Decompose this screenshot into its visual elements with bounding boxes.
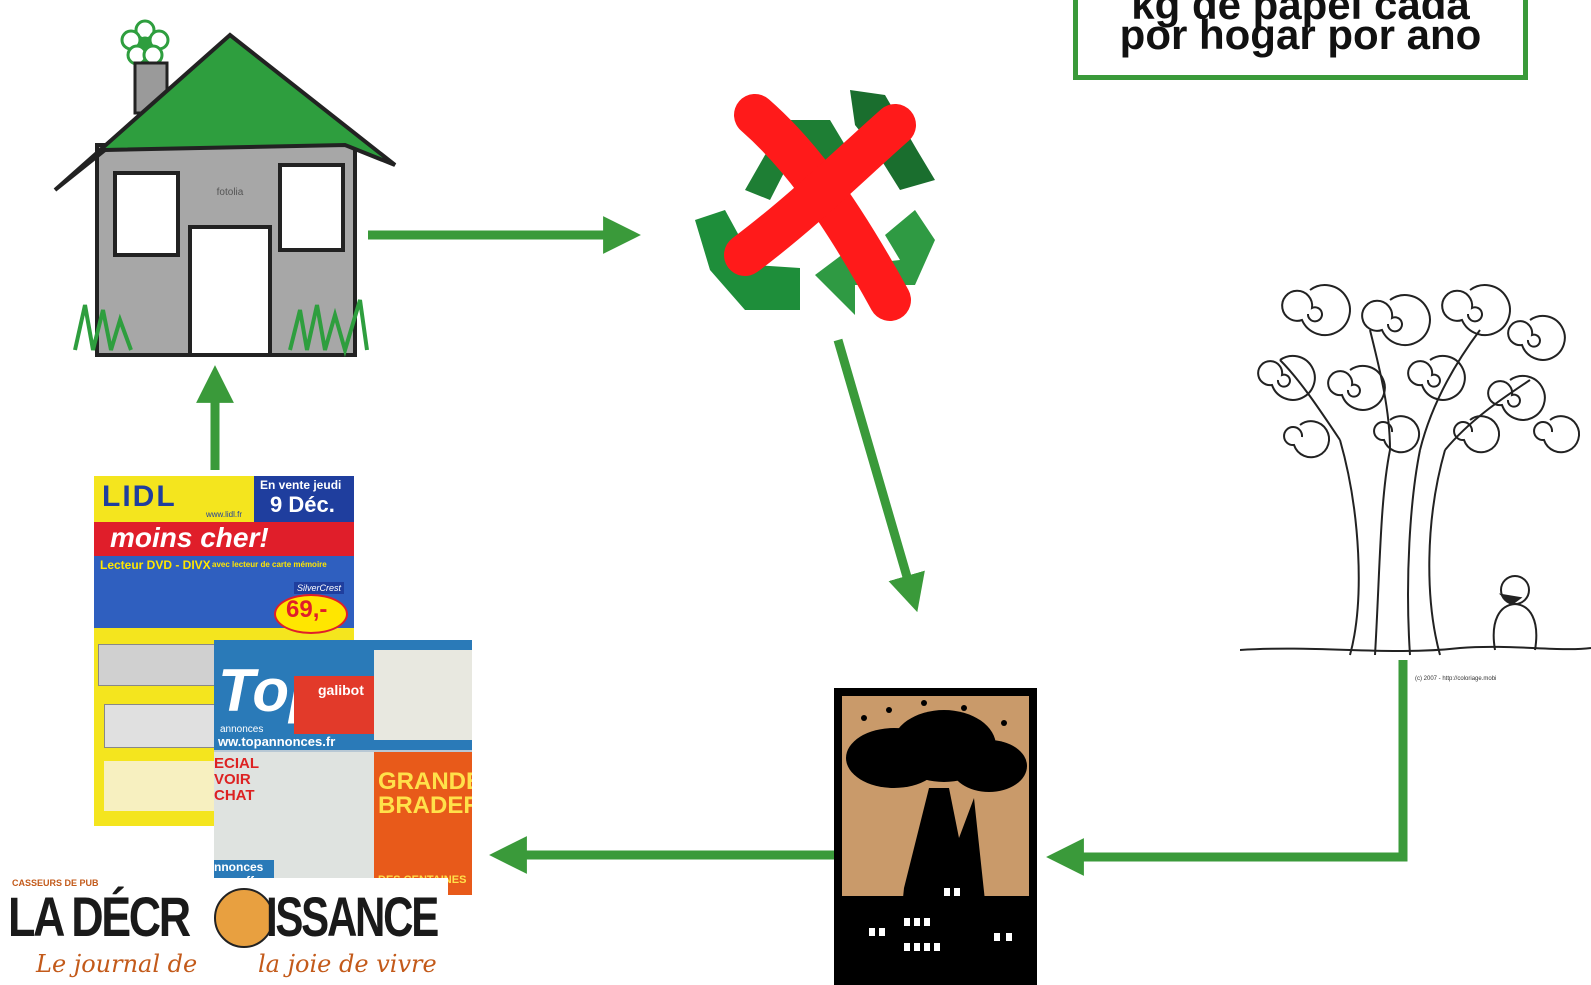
info-box: kg de papel cada por hogar por ano bbox=[1073, 0, 1528, 80]
tree-illustration: (c) 2007 - http://coloriage.mobi bbox=[1240, 284, 1591, 682]
logo-tagline-a: Le journal de bbox=[36, 950, 198, 978]
top-left-text: ECIAL VOIR CHAT bbox=[214, 755, 259, 804]
lidl-price: 69,- bbox=[286, 596, 328, 623]
house-illustration: fotolia bbox=[53, 19, 397, 358]
top-tag: galibot bbox=[318, 682, 364, 698]
logo-globe-icon bbox=[214, 888, 274, 948]
top-subtitle: annonces bbox=[220, 724, 264, 735]
tree-credit: (c) 2007 - http://coloriage.mobi bbox=[1415, 676, 1496, 682]
top-annonces-flyer: Top annonces galibot ww.topannonces.fr E… bbox=[214, 640, 472, 895]
smoke-cloud bbox=[846, 710, 1027, 792]
lidl-product-sub: avec lecteur de carte mémoire bbox=[212, 560, 327, 569]
recycle-crossed-icon bbox=[695, 90, 935, 321]
lidl-site: www.lidl.fr bbox=[206, 510, 243, 519]
house-watermark: fotolia bbox=[217, 187, 244, 198]
arrow-recycle-to-factory bbox=[833, 338, 925, 613]
info-line-2: por hogar por ano bbox=[1119, 11, 1482, 58]
logo-tagline-b: la joie de vivre bbox=[258, 950, 437, 978]
lidl-brand-badge: SilverCrest bbox=[294, 582, 345, 594]
factory-illustration bbox=[834, 688, 1037, 985]
lidl-date-line2: 9 Déc. bbox=[270, 492, 335, 517]
info-line-1: kg de papel cada bbox=[1131, 0, 1470, 28]
top-big-text: GRANDE BRADERIE bbox=[378, 768, 472, 819]
arrow-tree-to-factory bbox=[1046, 660, 1408, 876]
flower-icon bbox=[120, 19, 170, 66]
top-url: ww.topannonces.fr bbox=[218, 734, 336, 749]
lidl-brand: LIDL bbox=[102, 480, 177, 513]
la-decroissance-logo: CASSEURS DE PUB LA DÉCR ISSANCE Le journ… bbox=[8, 878, 448, 985]
lidl-headline: moins cher! bbox=[110, 522, 269, 553]
logo-title-b: ISSANCE bbox=[266, 885, 439, 948]
logo-kicker: CASSEURS DE PUB bbox=[12, 878, 99, 888]
red-cross-icon bbox=[724, 94, 916, 321]
lidl-product: Lecteur DVD - DIVX bbox=[100, 558, 211, 572]
lidl-date-line1: En vente jeudi bbox=[260, 478, 342, 492]
logo-title-a: LA DÉCR bbox=[8, 885, 191, 948]
